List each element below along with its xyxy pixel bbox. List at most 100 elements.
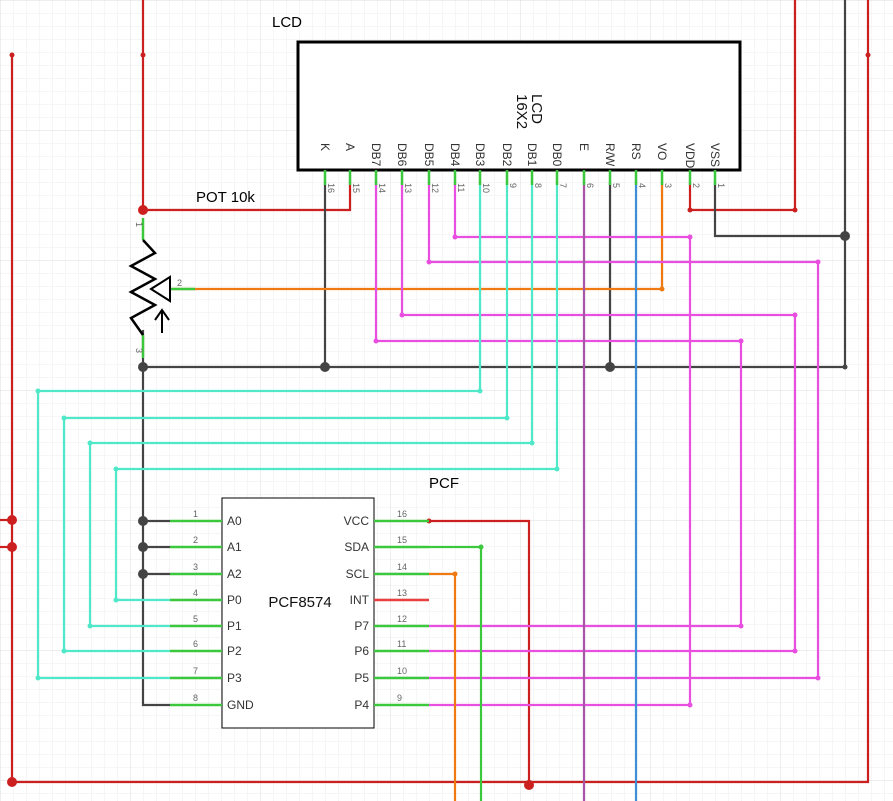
wire-endpoint [87,623,93,629]
pcf-pin-label: P6 [354,644,369,658]
pcf-pin-num: 5 [193,614,198,624]
lcd-component[interactable]: LCD LCD 16X2 K16A15DB714DB613DB512DB411D… [272,14,742,193]
pcf-pin-4[interactable]: P04 [170,588,242,607]
lcd-pin-1[interactable]: VSS 1 [708,143,726,188]
pot-pin-1-num: 1 [134,222,144,227]
junctions [7,52,871,790]
wire-endpoint [687,702,693,708]
wire-endpoint [35,675,41,681]
lcd-pin-num: 14 [377,183,387,193]
lcd-pin-num: 15 [351,183,361,193]
pcf-pin-5[interactable]: P15 [170,614,242,633]
pcf-pin-num: 6 [193,639,198,649]
pcf-body [221,497,375,729]
pcf-pin-7[interactable]: P37 [170,666,242,685]
ground-wires[interactable] [141,0,847,707]
pcf-pin-1[interactable]: A01 [170,509,242,528]
wire-endpoint [792,312,798,318]
pcf-pin-3[interactable]: A23 [170,562,242,581]
lcd-pin-label: DB4 [448,143,462,167]
lcd-pin-11[interactable]: DB4 11 [448,143,466,192]
pcf-pin-num: 8 [193,693,198,703]
lcd-pin-num: 11 [456,183,466,192]
wire-endpoint [865,52,871,58]
wire-endpoint [738,623,744,629]
pcf-pin-label: P2 [227,644,242,658]
lcd-pin-label: VO [655,143,669,160]
pcf-pin-num: 14 [397,562,407,572]
pcf-pin-label: P3 [227,671,242,685]
pcf-pin-2[interactable]: A1 2 [170,535,242,554]
wire-endpoint [399,312,405,318]
pcf8574-component[interactable]: PCF PCF8574 A01A12A23P04P15P26P37GND8VCC… [170,475,459,729]
wire-endpoint [113,597,119,603]
wire-endpoint [504,415,510,421]
lcd-pin-6[interactable]: E6 [577,143,595,188]
wire-endpoint [113,466,119,472]
wire-endpoint [373,338,379,344]
power-wires[interactable] [0,0,870,785]
wire-endpoint [87,440,93,446]
lcd-pin-label: DB0 [550,143,564,167]
lcd-pin-14[interactable]: DB7 14 [369,143,387,193]
lcd-model-line1: LCD [528,94,545,124]
pcf-pin-6[interactable]: P2 6 [170,639,242,658]
lcd-pin-3[interactable]: VO3 [655,143,673,188]
pcf-pin-label: A1 [227,540,242,554]
lcd-pin-16[interactable]: K16 [318,143,336,193]
pcf-pin-num: 1 [193,509,198,519]
lcd-pin-num: 6 [585,183,595,188]
wire-endpoint [452,234,458,240]
wire-endpoint [842,364,848,370]
lcd-pin-label: VSS [708,143,722,167]
wire-endpoint [35,388,41,394]
wire-endpoint [140,52,146,58]
lcd-pin-label: DB6 [395,143,409,167]
pcf-pin-num: 12 [397,614,407,624]
lcd-pin-label: R/W [603,143,617,167]
lcd-pin-num: 9 [508,183,518,188]
lcd-pin-4[interactable]: RS4 [629,143,647,188]
lcd-pin-label: RS [629,143,643,160]
pcf-pin-num: 9 [397,693,402,703]
wire-endpoint [477,388,483,394]
wire-endpoint [738,338,744,344]
lcd-pin-num: 1 [716,183,726,188]
lcd-pin-5[interactable]: R/W5 [603,143,621,188]
lcd-pin-num: 8 [533,183,543,188]
lcd-pin-num: 13 [403,183,413,193]
pcf-pin-15[interactable]: SDA 15 [344,535,429,554]
pcf-pin-num: 10 [397,666,407,676]
potentiometer-component[interactable]: POT 10k 1 2 3 [128,189,255,358]
pcf-pin-label: SDA [344,540,369,554]
pcf-pin-label: P0 [227,593,242,607]
wire-endpoint [687,234,693,240]
lcd-pin-7[interactable]: DB0 7 [550,143,568,188]
lcd-pin-num: 2 [691,183,701,188]
pcf-title: PCF [429,475,459,492]
pcf-pin-num: 2 [193,535,198,545]
lcd-pin-13[interactable]: DB6 13 [395,143,413,193]
pot-pin-2-num: 2 [177,278,182,288]
lcd-pin-15[interactable]: A15 [343,143,361,193]
lcd-pin-num: 7 [558,183,568,188]
wire-endpoint [9,52,15,58]
pcf-pin-num: 15 [397,535,407,545]
lcd-pin-label: DB7 [369,143,383,167]
pcf-pin-label: INT [350,593,370,607]
